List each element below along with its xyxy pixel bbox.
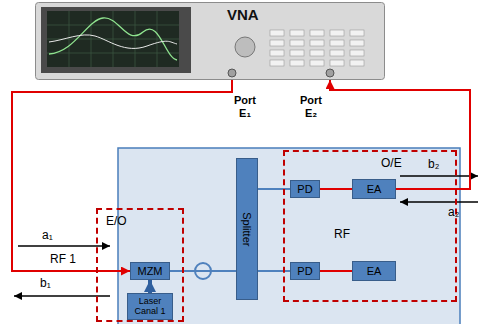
group-heading: O/E: [381, 157, 402, 171]
keypad-key: [290, 60, 304, 66]
vna-picture: [35, 2, 385, 80]
modulator-box: MZM: [130, 262, 170, 280]
optical-fiber: [258, 188, 290, 190]
keypad-key: [270, 30, 284, 36]
keypad-key: [350, 30, 364, 36]
wave-label: b₂: [428, 158, 439, 172]
trace-curve: [49, 18, 177, 60]
incident-wave-arrow: [400, 201, 478, 203]
keypad-key: [310, 40, 324, 46]
eo-group: E/O MZM Laser Canal 1: [96, 208, 184, 322]
screen-grid: [47, 53, 179, 54]
keypad-key: [330, 40, 344, 46]
port-label: Port E₂: [300, 94, 322, 119]
laser-box: Laser Canal 1: [127, 293, 173, 320]
box-label: MZM: [137, 265, 162, 278]
keypad-key: [310, 30, 324, 36]
box-label: Laser Canal 1: [128, 297, 172, 317]
amplifier-box: EA: [352, 261, 396, 281]
group-heading: E/O: [106, 215, 127, 229]
vna-instrument: VNA: [35, 2, 385, 80]
photodiode-box: PD: [290, 262, 320, 280]
port-connector: [326, 69, 334, 77]
rf-cable: [330, 80, 470, 189]
keypad-key: [290, 30, 304, 36]
oe-group: O/E PD EA PD EA: [283, 150, 457, 302]
keypad-key: [270, 60, 284, 66]
wave-label: b₁: [40, 277, 51, 291]
box-label: PD: [297, 265, 312, 278]
control-knob: [235, 37, 255, 57]
screen-grid: [47, 25, 179, 26]
keypad-key: [330, 30, 344, 36]
optical-fiber: [258, 270, 290, 272]
box-label: PD: [297, 183, 312, 196]
keypad-key: [350, 40, 364, 46]
wave-label: a₂: [448, 206, 459, 220]
screen: [47, 11, 179, 67]
port-label: Port E₁: [234, 94, 256, 119]
rf-label: RF: [334, 228, 350, 242]
optical-feed-arrow: [148, 280, 152, 293]
keypad-key: [270, 40, 284, 46]
trace-curve: [49, 35, 177, 49]
screen-bezel: [41, 7, 191, 73]
rf-port-label: RF 1: [50, 253, 76, 267]
group-heading: VNA: [227, 6, 259, 23]
box-label: EA: [367, 183, 382, 196]
port-connector: [228, 69, 236, 77]
optical-fiber: [170, 270, 236, 272]
keypad-key: [330, 50, 344, 56]
box-label: Splitter: [241, 212, 254, 246]
keypad-key: [310, 50, 324, 56]
splitter-bar: Splitter: [236, 158, 258, 300]
photodiode-box: PD: [290, 180, 320, 198]
system-panel: [118, 148, 460, 324]
keypad-key: [350, 60, 364, 66]
keypad-key: [330, 60, 344, 66]
rf-wire: [320, 188, 352, 190]
keypad-key: [270, 50, 284, 56]
rf-wire: [320, 270, 352, 272]
keypad-key: [310, 60, 324, 66]
amplifier-box: EA: [352, 179, 396, 199]
fiber-coil: [195, 263, 211, 279]
reflected-wave-arrow: [400, 175, 478, 177]
keypad-key: [290, 50, 304, 56]
keypad-key: [290, 40, 304, 46]
wave-label: a₁: [42, 229, 53, 243]
instrument-body: [36, 3, 385, 80]
keypad-key: [350, 50, 364, 56]
box-label: EA: [367, 265, 382, 278]
rf-cable: [12, 80, 232, 271]
